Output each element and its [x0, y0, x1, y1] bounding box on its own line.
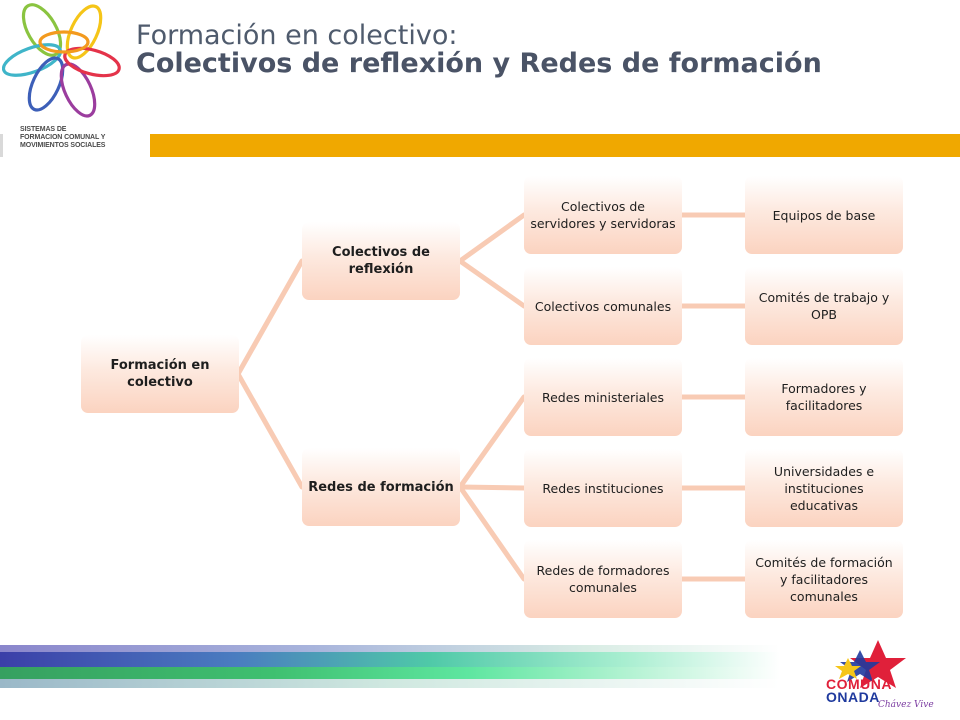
star-icon: [835, 640, 906, 688]
comuna-o-nada-logo: COMUNA ONADA Chávez Vive: [820, 636, 960, 720]
logo-caption-line3: MOVIMIENTOS SOCIALES: [20, 142, 106, 149]
node-redes-ministeriales: Redes ministeriales: [524, 358, 682, 436]
node-equipos-de-base: Equipos de base: [745, 176, 903, 254]
footer-stripe-2: [0, 652, 780, 667]
footer-stripe-3: [0, 667, 780, 679]
node-comites-de-formacion: Comités de formación y facilitadores com…: [745, 540, 903, 618]
logo-caption-line2: FORMACION COMUNAL Y: [20, 134, 106, 141]
node-redes-instituciones: Redes instituciones: [524, 449, 682, 527]
logo-caption-line1: SISTEMAS DE: [20, 126, 67, 133]
node-colectivos-de-reflexion: Colectivos de reflexión: [302, 222, 460, 300]
flower-petals-icon: [2, 3, 121, 118]
node-comites-de-trabajo: Comités de trabajo y OPB: [745, 267, 903, 345]
node-formadores-y-facilitadores: Formadores y facilitadores: [745, 358, 903, 436]
slide-title-line1: Formación en colectivo:: [136, 20, 458, 51]
comuna-logo-word2: ONADA: [826, 689, 880, 705]
connector-reflexion-to-servidores: [457, 212, 527, 264]
node-formacion-en-colectivo: Formación en colectivo: [81, 335, 239, 413]
connector-reflexion-to-comunales: [457, 258, 527, 309]
comuna-logo-word1: COMUNA: [826, 676, 892, 692]
connector-redes-to-ministeriales: [457, 394, 527, 490]
header-divider-tick: [0, 134, 3, 157]
logo-caption: SISTEMAS DE FORMACION COMUNAL Y MOVIMIEN…: [20, 126, 130, 150]
slide-title-line2: Colectivos de reflexión y Redes de forma…: [136, 48, 822, 79]
node-redes-de-formacion: Redes de formación: [302, 448, 460, 526]
sistemas-formacion-logo: SISTEMAS DE FORMACION COMUNAL Y MOVIMIEN…: [2, 2, 124, 152]
footer-stripe-4: [0, 679, 780, 688]
node-universidades-e-instituciones: Universidades e instituciones educativas: [745, 449, 903, 527]
node-redes-de-formadores-comunales: Redes de formadores comunales: [524, 540, 682, 618]
comuna-logo-wordmark: COMUNA ONADA: [826, 676, 892, 705]
footer-stripe-1: [0, 645, 780, 652]
connector-redes-to-formadores: [457, 484, 527, 582]
header-accent-bar: [150, 134, 960, 157]
node-colectivos-de-servidores: Colectivos de servidores y servidoras: [524, 176, 682, 254]
connector-root-to-reflexion: [235, 258, 305, 377]
node-colectivos-comunales: Colectivos comunales: [524, 267, 682, 345]
comuna-logo-script: Chávez Vive: [878, 700, 934, 710]
connector-root-to-redes: [235, 371, 305, 490]
footer-gradient-band: [0, 645, 780, 688]
connector-redes-to-instituciones: [457, 484, 527, 491]
